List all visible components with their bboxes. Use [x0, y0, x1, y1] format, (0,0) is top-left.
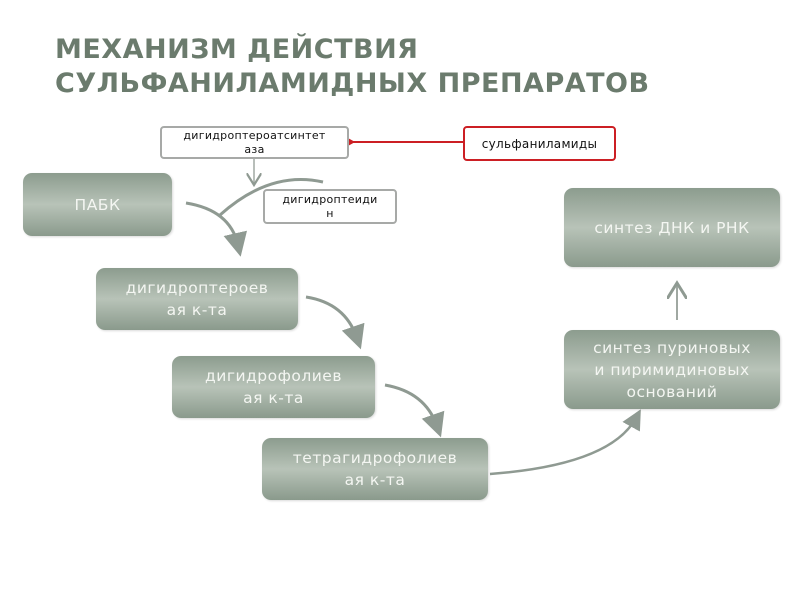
arrow-2 — [384, 383, 445, 438]
dihydropteridine-box: дигидроптеиди н — [263, 189, 397, 224]
title-line-1: МЕХАНИЗМ ДЕЙСТВИЯ — [55, 34, 419, 65]
enzyme-box: дигидроптероатсинтет аза — [160, 126, 349, 159]
purine-pyrimidine-synthesis-box: синтез пуриновых и пиримидиновых основан… — [564, 330, 780, 409]
paba-box: ПАБК — [23, 173, 172, 236]
sulfonamides-box: сульфаниламиды — [463, 126, 616, 161]
arrow-1 — [305, 295, 365, 350]
tetrahydrofolic-acid-box: тетрагидрофолиев ая к-та — [262, 438, 488, 500]
arrow-3 — [489, 409, 641, 476]
dihydrofolic-acid-box: дигидрофолиев ая к-та — [172, 356, 375, 418]
pteridine-curve — [218, 178, 324, 217]
dna-rna-synthesis-box: синтез ДНК и РНК — [564, 188, 780, 267]
title-line-2: СУЛЬФАНИЛАМИДНЫХ ПРЕПАРАТОВ — [55, 68, 650, 99]
paba-arrow — [185, 201, 248, 257]
dihydropteroic-acid-box: дигидроптероев ая к-та — [96, 268, 298, 330]
